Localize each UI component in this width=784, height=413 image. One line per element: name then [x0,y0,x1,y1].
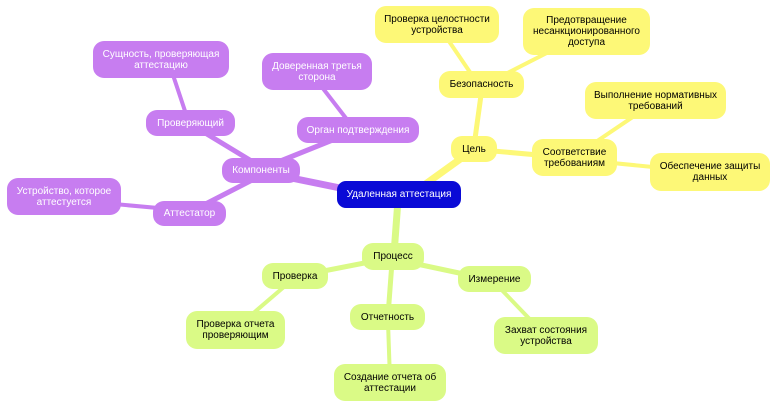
components-node: Компоненты [222,158,300,183]
process-node: Процесс [362,243,424,270]
measurement-node: Измерение [458,266,531,292]
verifier-description-node: Сущность, проверяющая аттестацию [93,41,229,78]
goal-node: Цель [451,136,497,162]
reporting-description-node: Создание отчета об аттестации [334,364,446,401]
reporting-node: Отчетность [350,304,425,330]
authority-description-node: Доверенная третья сторона [262,53,372,90]
verifier-node: Проверяющий [146,110,235,136]
regulatory-node: Выполнение нормативных требований [585,82,726,119]
security-node: Безопасность [439,71,524,98]
root-node: Удаленная аттестация [337,181,461,208]
attester-node: Аттестатор [153,201,226,226]
compliance-node: Соответствие требованиям [532,139,617,176]
data-protection-node: Обеспечение защиты данных [650,153,770,191]
unauthorized-access-node: Предотвращение несанкционированного дост… [523,8,650,55]
integrity-check-node: Проверка целостности устройства [375,6,499,43]
attester-description-node: Устройство, которое аттестуется [7,178,121,215]
measurement-description-node: Захват состояния устройства [494,317,598,354]
check-description-node: Проверка отчета проверяющим [186,311,285,349]
authority-node: Орган подтверждения [297,117,419,143]
check-node: Проверка [262,263,328,289]
